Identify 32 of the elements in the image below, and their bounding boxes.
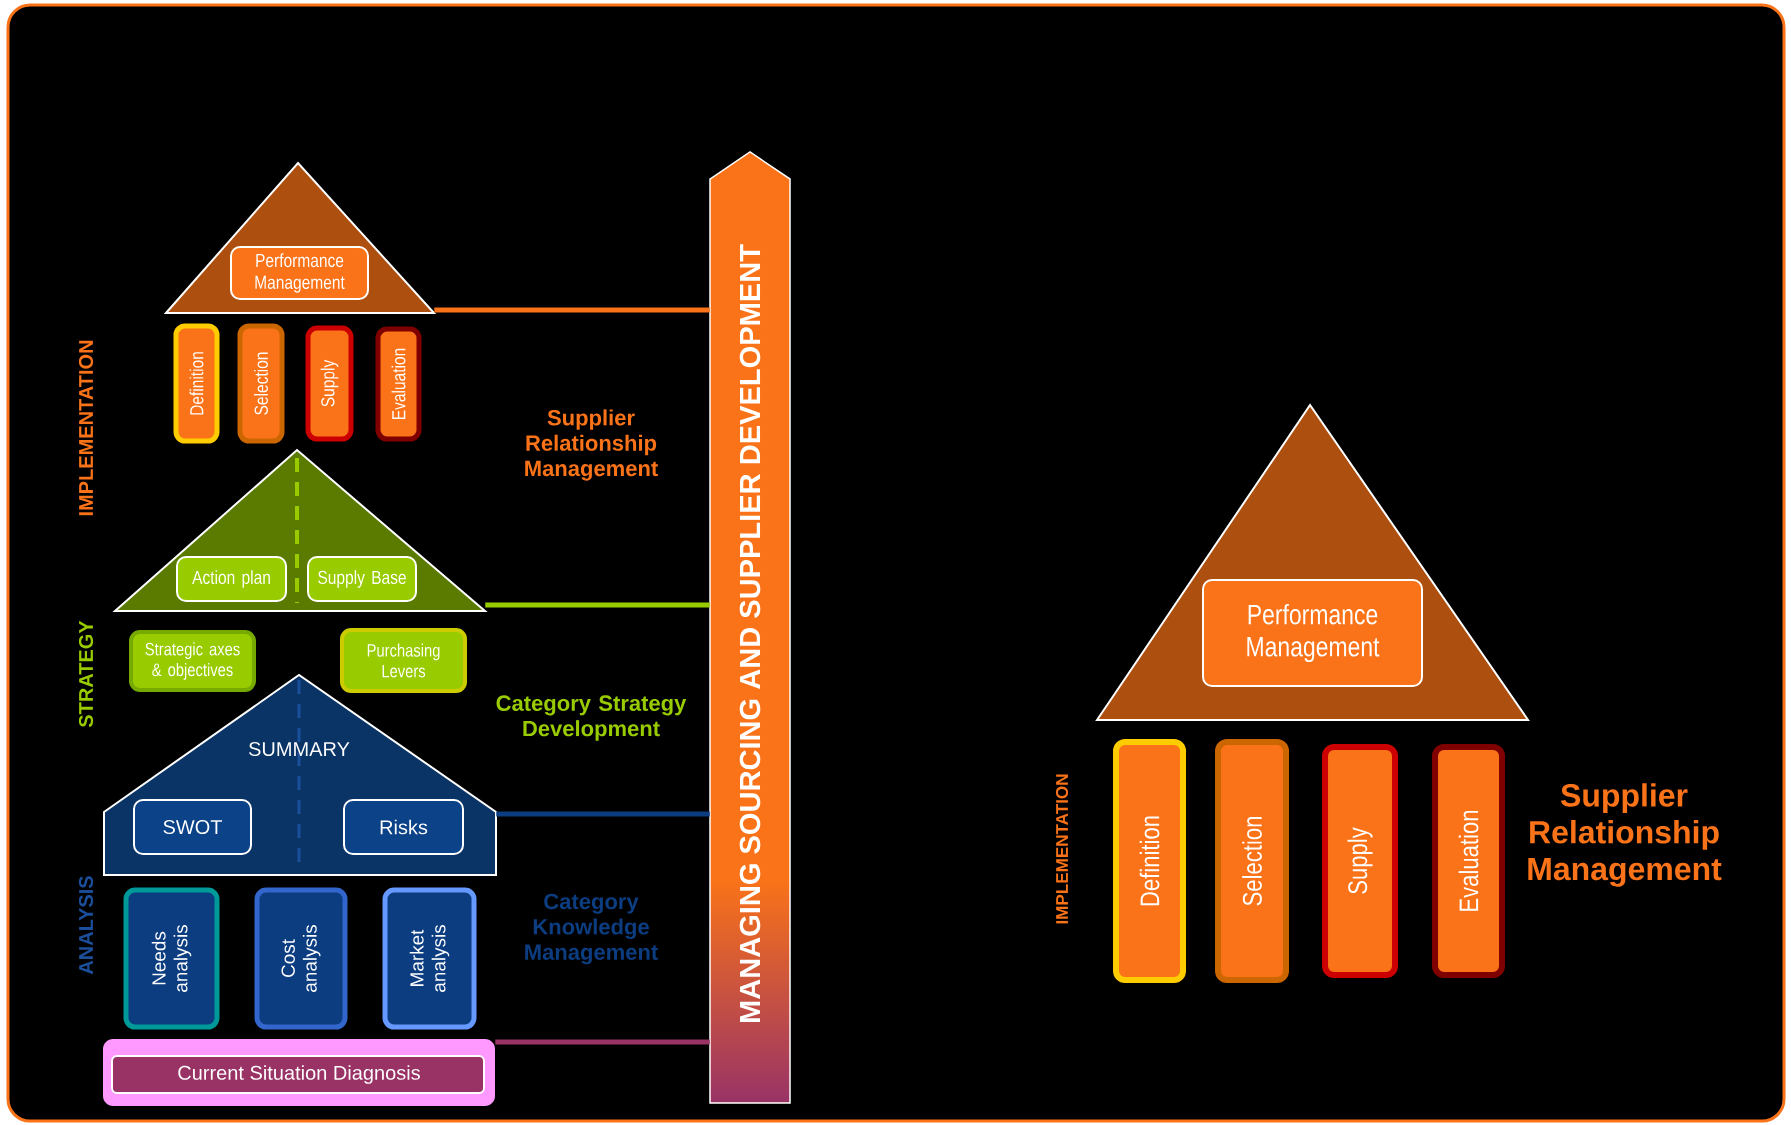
pillar-box: Needs analysis bbox=[123, 887, 220, 1030]
pillar-box: Evaluation bbox=[1432, 744, 1505, 978]
process-box: Current Situation Diagnosis bbox=[103, 1039, 495, 1106]
pillar-box: Selection bbox=[237, 323, 285, 444]
pillar-box: Selection bbox=[1215, 739, 1289, 983]
pillar-box: Supply bbox=[1322, 744, 1398, 978]
section-label: STRATEGY bbox=[78, 620, 94, 728]
process-box: Performance Management bbox=[230, 246, 369, 300]
process-box: Strategic axes & objectives bbox=[129, 630, 256, 692]
process-box: Purchasing Levers bbox=[340, 628, 467, 693]
connector-line bbox=[434, 307, 710, 313]
process-box: Risks bbox=[343, 799, 464, 855]
pillar-box: Definition bbox=[173, 323, 220, 444]
connector-line bbox=[496, 811, 710, 817]
connector-line bbox=[495, 1039, 710, 1045]
pillar-box: Supply bbox=[305, 325, 354, 442]
process-box: Supply Base bbox=[307, 556, 417, 602]
pillar-box: Definition bbox=[1113, 739, 1186, 983]
section-label: IMPLEMENTATION bbox=[1055, 774, 1069, 924]
pillar-box: Cost analysis bbox=[254, 887, 348, 1030]
stage-label: Supplier Relationship Management bbox=[525, 409, 658, 481]
stage-label: Category Strategy Development bbox=[496, 695, 687, 741]
section-label: IMPLEMENTATION bbox=[78, 340, 94, 516]
pillar-box: Evaluation bbox=[375, 326, 422, 442]
section-label: ANALYSIS bbox=[78, 876, 94, 975]
stage-label: Category Knowledge Management bbox=[525, 893, 658, 965]
pillar-box: Market analysis bbox=[382, 887, 477, 1030]
process-box: SWOT bbox=[133, 799, 252, 855]
vertical-arrow-bar: MANAGING SOURCING AND SUPPLIER DEVELOPMENT bbox=[709, 151, 791, 1104]
process-box: Performance Management bbox=[1202, 579, 1423, 687]
process-box: Action plan bbox=[176, 556, 287, 602]
connector-line bbox=[485, 602, 710, 608]
